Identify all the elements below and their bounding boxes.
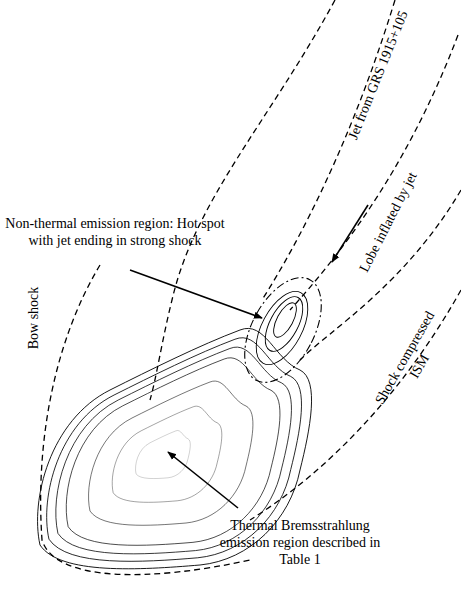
contour-line (112, 406, 222, 502)
hotspot-contour (246, 283, 319, 372)
callout-text: Thermal Bremsstrahlung emission region d… (205, 517, 395, 568)
contour-line (136, 430, 191, 478)
ism-label: Shock compressed ISM (369, 304, 456, 421)
contour-line (66, 358, 280, 545)
contour-line (89, 381, 253, 525)
shock-lines (41, 0, 461, 575)
leader-arrows (130, 205, 368, 508)
hotspot-contour (269, 299, 301, 340)
ism-boundary (250, 290, 461, 520)
leader-arrow (168, 452, 238, 508)
callout-text: Non-thermal emission region: Hot spot wi… (3, 215, 228, 249)
lobe-boundary (150, 0, 335, 400)
bow-shock-line (41, 265, 250, 575)
hotspot-outline (229, 265, 337, 395)
jet-label: Jet from GRS 1915+105 (344, 8, 411, 142)
hotspot-contour (258, 291, 311, 357)
bow-shock-label: Bow shock (25, 287, 42, 350)
leader-arrow (130, 270, 262, 318)
